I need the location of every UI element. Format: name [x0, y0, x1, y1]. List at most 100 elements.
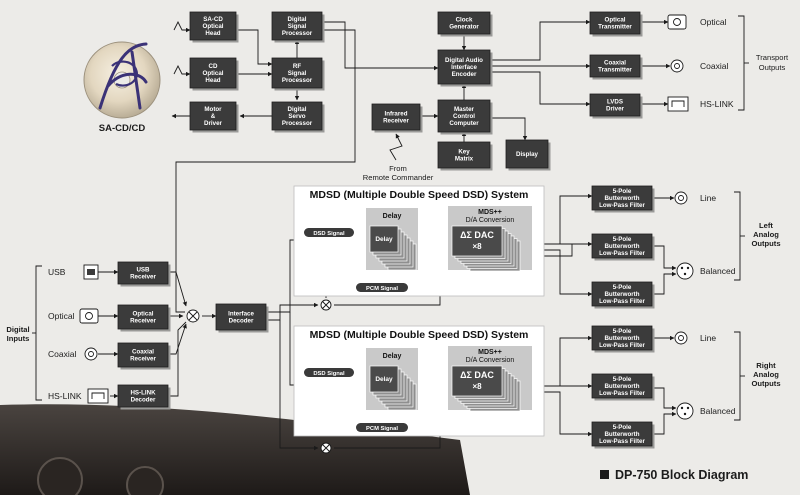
block-label: Butterworth [604, 243, 639, 250]
right-outputs-label-2: Analog [753, 370, 779, 379]
block-label: Control [453, 113, 475, 120]
right-outputs-label-3: Outputs [751, 379, 780, 388]
blocks-layer: SA-CDOpticalHeadCDOpticalHeadMotor&Drive… [117, 11, 655, 449]
block-label: Decoder [131, 397, 156, 404]
mds-subtitle: D/A Conversion [466, 357, 515, 364]
block-label: HS-LINK [130, 390, 156, 397]
delay-inner-label: Delay [375, 236, 393, 243]
device-knob [37, 457, 83, 495]
block-label: Low-Pass Filter [599, 390, 645, 397]
pcm-signal-label: PCM Signal [366, 426, 398, 432]
dac-label: ΔΣ DAC [460, 370, 494, 380]
optical-out-jack-icon [667, 14, 687, 30]
block-label: Receiver [130, 274, 156, 281]
block-label: Digital [288, 16, 307, 23]
block-label: 5-Pole [613, 328, 632, 335]
mds-title: MDS++ [478, 209, 502, 216]
block-label: Processor [282, 30, 313, 37]
block-label: Optical [605, 17, 626, 24]
block-label: Butterworth [604, 383, 639, 390]
block-label: Butterworth [604, 431, 639, 438]
left-outputs-label: Left [759, 221, 773, 230]
block-label: Servo [288, 113, 305, 120]
right-line-label: Line [700, 333, 716, 343]
mdsd-system-right: MDSD (Multiple Double Speed DSD) SystemD… [293, 325, 545, 437]
display-block: Display [505, 139, 551, 171]
block-label: Computer [449, 120, 479, 127]
mds-title: MDS++ [478, 349, 502, 356]
block-label: SA-CD [203, 16, 223, 23]
pcm-signal-pill: PCM Signal [356, 283, 408, 292]
block-label: Butterworth [604, 195, 639, 202]
block-label: Driver [204, 120, 222, 127]
block-label: Low-Pass Filter [599, 342, 645, 349]
block-label: Optical [133, 311, 154, 318]
transport-outputs-label-2: Outputs [759, 63, 786, 72]
delay-inner-label: Delay [375, 376, 393, 383]
right-balanced-label: Balanced [700, 406, 736, 416]
mds-subtitle: D/A Conversion [466, 217, 515, 224]
block-label: Butterworth [604, 291, 639, 298]
block-label: Generator [449, 24, 479, 31]
block-label: Digital [288, 106, 307, 113]
hslink-in-label: HS-LINK [48, 391, 82, 401]
left-balanced-xlr-icon [676, 262, 694, 280]
block-label: Display [516, 151, 539, 158]
mdsd-title: MDSD (Multiple Double Speed DSD) System [310, 189, 529, 201]
transport-outputs-label: Transport [756, 53, 789, 62]
connectors [79, 14, 694, 420]
digital-inputs-label-2: Inputs [7, 334, 30, 343]
mixer-left-icon [320, 299, 332, 311]
right-line-jack-icon [674, 331, 688, 345]
block-label: Master [454, 106, 475, 113]
mdsd-title: MDSD (Multiple Double Speed DSD) System [310, 329, 529, 341]
mdsd-layer: MDSD (Multiple Double Speed DSD) SystemD… [293, 185, 545, 437]
digital-inputs-label: Digital [6, 325, 29, 334]
optical-out-label: Optical [700, 17, 727, 27]
coaxial-out-label: Coaxial [700, 61, 728, 71]
dsd-signal-label: DSD Signal [313, 231, 345, 237]
right-outputs-label: Right [756, 361, 776, 370]
block-label: & [211, 113, 216, 120]
block-label: Low-Pass Filter [599, 438, 645, 445]
block-label: Transmitter [598, 24, 632, 31]
delay-label: Delay [383, 213, 402, 220]
remote-commander-label: Remote Commander [363, 173, 434, 182]
block-label: 5-Pole [613, 188, 632, 195]
dsd-signal-label: DSD Signal [313, 371, 345, 377]
pcm-signal-label: PCM Signal [366, 286, 398, 292]
block-label: Coaxial [604, 60, 626, 67]
usb-in-label: USB [48, 267, 66, 277]
hslink-in-jack-icon [87, 388, 109, 404]
block-label: Low-Pass Filter [599, 250, 645, 257]
from-remote-label: From [389, 164, 407, 173]
optical-in-label: Optical [48, 311, 75, 321]
block-label: 5-Pole [613, 424, 632, 431]
block-label: Receiver [130, 356, 156, 363]
block-label: Transmitter [598, 67, 632, 74]
device-knob [126, 466, 164, 495]
left-outputs-label-3: Outputs [751, 239, 780, 248]
mixer-right-icon [320, 442, 332, 454]
block-label: 5-Pole [613, 236, 632, 243]
mdsd-system-left: MDSD (Multiple Double Speed DSD) SystemD… [293, 185, 545, 297]
coaxial-in-jack-icon [84, 347, 98, 361]
block-label: LVDS [607, 99, 623, 106]
